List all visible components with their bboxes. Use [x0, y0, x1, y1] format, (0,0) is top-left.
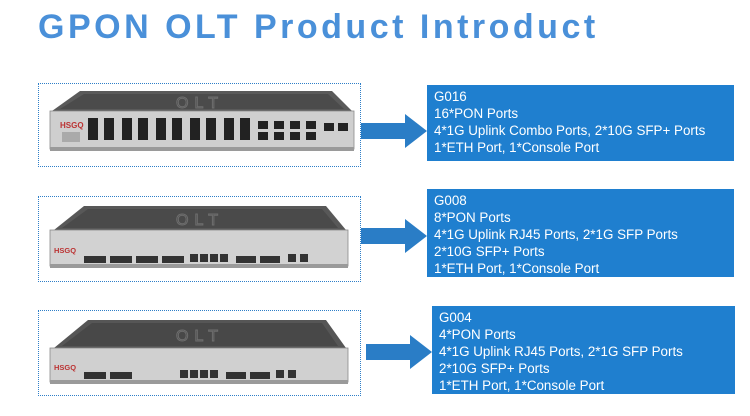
svg-text:OLT: OLT [176, 95, 224, 112]
brand-logo: HSGQ [60, 121, 84, 130]
spec-line: 8*PON Ports [434, 210, 511, 225]
page-title: GPON OLT Product Introduct [38, 8, 599, 46]
olt-device-image-g016: OLT HSGQ [49, 91, 355, 151]
arrow-icon [361, 114, 427, 148]
device-frame-g016 [38, 83, 361, 167]
spec-line: 4*1G Uplink RJ45 Ports, 2*1G SFP Ports [434, 227, 678, 242]
spec-line: 4*PON Ports [439, 327, 516, 342]
model-name: G008 [434, 193, 467, 208]
spec-line: 16*PON Ports [434, 106, 519, 121]
svg-text:OLT: OLT [176, 328, 224, 345]
brand-logo: HSGQ [54, 246, 76, 255]
arrow-icon [361, 219, 427, 253]
spec-line: 4*1G Uplink RJ45 Ports, 2*1G SFP Ports [439, 344, 683, 359]
device-frame-g008 [38, 196, 361, 282]
spec-line: 2*10G SFP+ Ports [434, 244, 545, 259]
spec-line: 1*ETH Port, 1*Console Port [434, 261, 600, 276]
device-frame-g004 [38, 310, 361, 396]
model-name: G004 [439, 310, 472, 325]
product-info-g004: G004 4*PON Ports 4*1G Uplink RJ45 Ports,… [432, 306, 735, 394]
model-name: G016 [434, 89, 467, 104]
spec-line: 2*10G SFP+ Ports [439, 361, 550, 376]
product-info-g016: G016 16*PON Ports 4*1G Uplink Combo Port… [427, 85, 734, 161]
spec-line: 1*ETH Port, 1*Console Port [439, 378, 605, 393]
svg-text:OLT: OLT [176, 212, 224, 229]
brand-logo: HSGQ [54, 363, 76, 372]
arrow-icon [366, 335, 432, 369]
spec-line: 1*ETH Port, 1*Console Port [434, 140, 600, 155]
spec-line: 4*1G Uplink Combo Ports, 2*10G SFP+ Port… [434, 123, 706, 138]
product-info-g008: G008 8*PON Ports 4*1G Uplink RJ45 Ports,… [427, 189, 734, 277]
olt-device-image-g008: OLT HSGQ [49, 206, 349, 268]
olt-device-image-g004: OLT HSGQ [49, 320, 349, 384]
